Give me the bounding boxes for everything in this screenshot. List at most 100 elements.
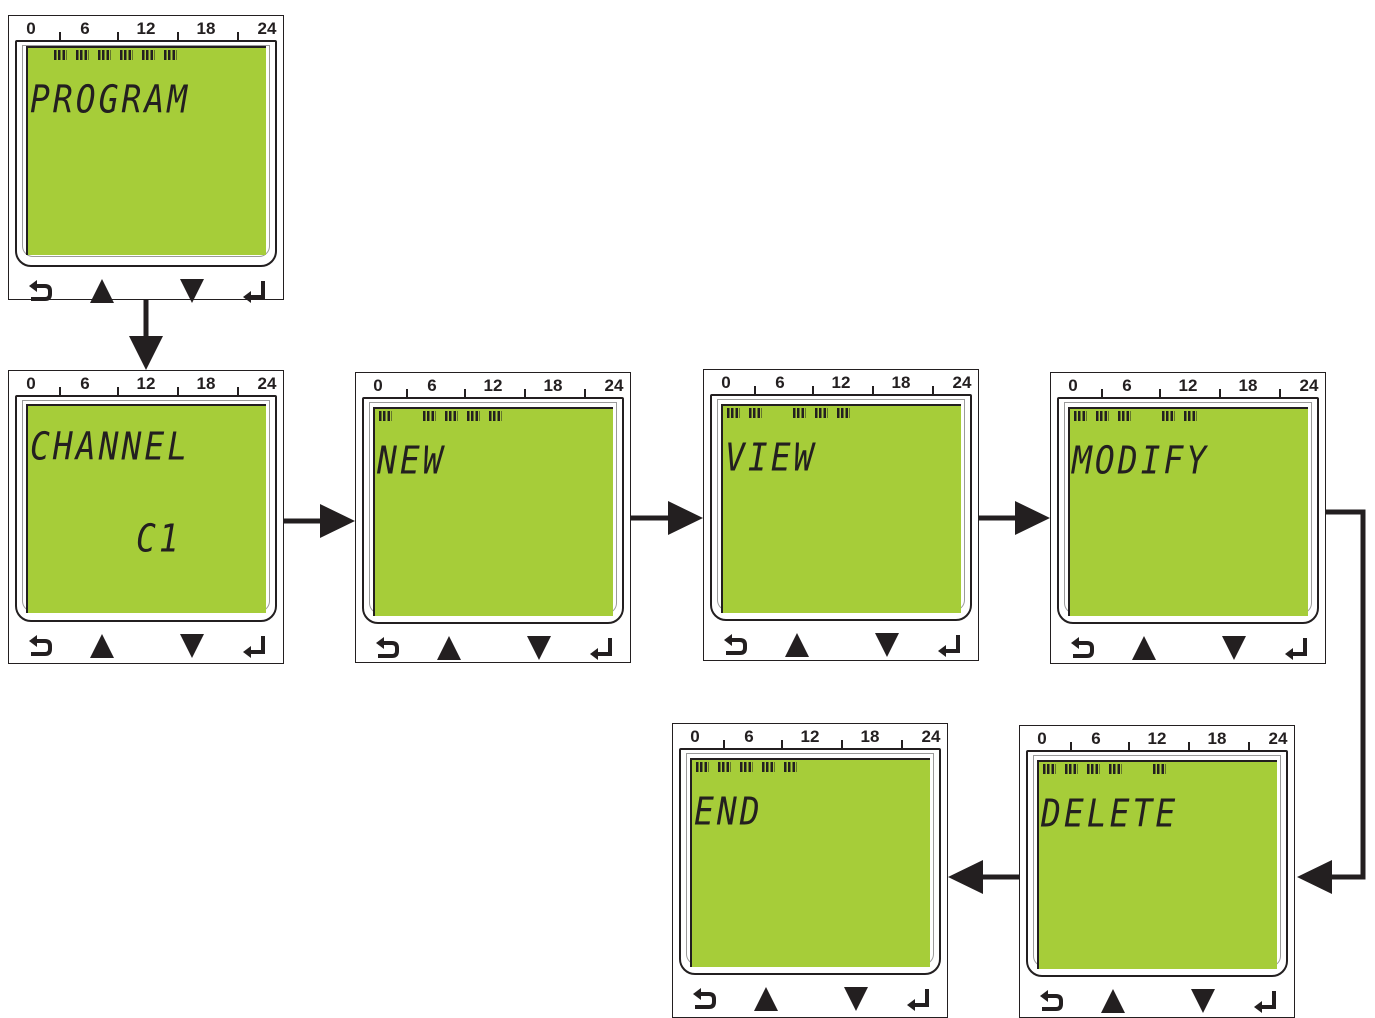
up-triangle-icon[interactable] <box>1131 634 1157 662</box>
down-triangle-icon[interactable] <box>526 634 552 662</box>
lcd-display: NEW <box>373 407 613 616</box>
segment-indicator <box>696 762 709 772</box>
lcd-text: PROGRAM <box>30 77 191 122</box>
enter-icon[interactable] <box>1252 987 1278 1015</box>
segment-indicators <box>28 48 266 64</box>
segment-indicator <box>784 762 797 772</box>
segment-indicator <box>1065 764 1078 774</box>
up-triangle-icon[interactable] <box>753 985 779 1013</box>
scale-tick <box>1128 742 1130 750</box>
enter-icon[interactable] <box>588 634 614 662</box>
scale-tick <box>117 32 119 40</box>
scale-tick <box>117 387 119 395</box>
scale-label: 18 <box>860 727 880 746</box>
up-triangle-icon[interactable] <box>89 632 115 660</box>
scale-label: 18 <box>196 19 216 38</box>
segment-indicator <box>1109 764 1122 774</box>
scale-label: 0 <box>373 376 383 395</box>
segment-indicators <box>692 760 930 776</box>
scale-label: 24 <box>1299 376 1319 395</box>
scale-tick <box>406 389 408 397</box>
down-triangle-icon[interactable] <box>1221 634 1247 662</box>
scale-tick <box>1188 742 1190 750</box>
scale-label: 0 <box>26 374 36 393</box>
back-icon[interactable] <box>722 631 748 659</box>
scale-tick <box>754 386 756 394</box>
enter-icon[interactable] <box>241 632 267 660</box>
scale-label: 18 <box>1207 729 1227 748</box>
scale-tick <box>781 740 783 748</box>
scale-label: 6 <box>744 727 754 746</box>
segment-indicator <box>749 408 762 418</box>
scale-label: 0 <box>721 373 731 392</box>
down-triangle-icon[interactable] <box>843 985 869 1013</box>
segment-indicator <box>489 411 502 421</box>
arrow-program-to-channel <box>129 300 163 370</box>
scale-tick <box>177 387 179 395</box>
scale-label: 24 <box>921 727 941 746</box>
enter-icon[interactable] <box>936 631 962 659</box>
down-triangle-icon[interactable] <box>179 632 205 660</box>
segment-indicator <box>1096 411 1109 421</box>
segment-indicator <box>1118 411 1131 421</box>
down-triangle-icon[interactable] <box>874 631 900 659</box>
scale-label: 0 <box>1068 376 1078 395</box>
scale-label: 6 <box>80 19 90 38</box>
scale-tick <box>872 386 874 394</box>
segment-indicator <box>423 411 436 421</box>
enter-icon[interactable] <box>1283 634 1309 662</box>
scale-tick <box>1159 389 1161 397</box>
segment-indicator <box>120 50 133 60</box>
scale-label: 0 <box>26 19 36 38</box>
lcd-text: MODIFY <box>1072 438 1210 483</box>
back-icon[interactable] <box>691 985 717 1013</box>
back-icon[interactable] <box>27 632 53 660</box>
lcd-display: VIEW <box>721 404 961 613</box>
enter-icon[interactable] <box>905 985 931 1013</box>
scale-tick <box>812 386 814 394</box>
arrow-new-to-view <box>631 501 703 535</box>
scale-label: 6 <box>427 376 437 395</box>
back-icon[interactable] <box>374 634 400 662</box>
scale-tick <box>932 386 934 394</box>
scale-tick <box>841 740 843 748</box>
scale-tick <box>464 389 466 397</box>
segment-indicator <box>1162 411 1175 421</box>
lcd-text: CHANNEL <box>30 424 191 469</box>
up-triangle-icon[interactable] <box>89 277 115 305</box>
down-triangle-icon[interactable] <box>1190 987 1216 1015</box>
segment-indicator <box>1087 764 1100 774</box>
scale-label: 24 <box>604 376 624 395</box>
lcd-display: END <box>690 758 930 967</box>
scale-tick <box>584 389 586 397</box>
scale-tick <box>901 740 903 748</box>
segment-indicator <box>1074 411 1087 421</box>
scale-tick <box>237 387 239 395</box>
down-triangle-icon[interactable] <box>179 277 205 305</box>
up-triangle-icon[interactable] <box>436 634 462 662</box>
segment-indicator <box>1153 764 1166 774</box>
back-icon[interactable] <box>1038 987 1064 1015</box>
scale-label: 24 <box>1268 729 1288 748</box>
back-icon[interactable] <box>27 277 53 305</box>
arrow-channel-to-new <box>284 504 355 538</box>
lcd-text: VIEW <box>725 435 817 480</box>
segment-indicators <box>1039 762 1277 778</box>
scale-label: 0 <box>690 727 700 746</box>
segment-indicator <box>142 50 155 60</box>
up-triangle-icon[interactable] <box>784 631 810 659</box>
lcd-display: CHANNEL C1 <box>26 404 266 613</box>
back-icon[interactable] <box>1069 634 1095 662</box>
scale-tick <box>1219 389 1221 397</box>
up-triangle-icon[interactable] <box>1100 987 1126 1015</box>
enter-icon[interactable] <box>241 277 267 305</box>
